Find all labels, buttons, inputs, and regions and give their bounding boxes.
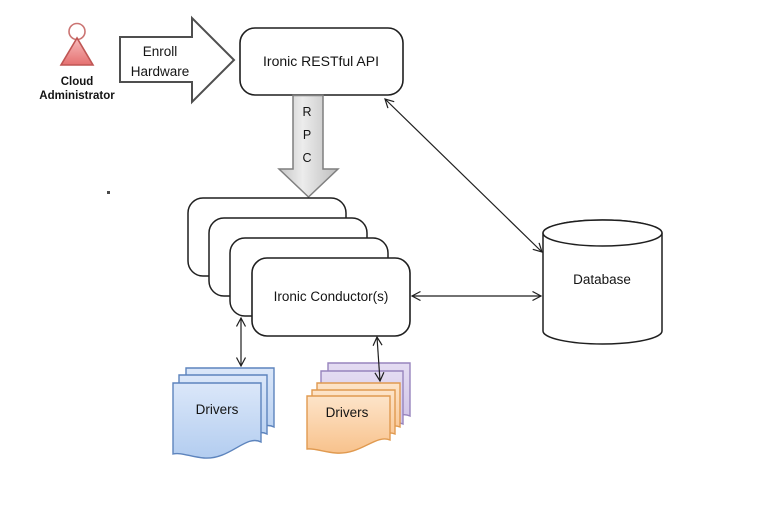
- blue-doc-front-icon: [172, 382, 262, 459]
- rpc-letter-r: R: [302, 105, 311, 119]
- actor-label-line1: Cloud: [61, 76, 94, 88]
- block-arrow-down-icon: [277, 94, 340, 199]
- enroll-hardware-arrow: Enroll Hardware: [119, 15, 236, 105]
- cloud-administrator-actor: Cloud Administrator: [39, 22, 115, 102]
- orange-doc-front-icon: [306, 395, 391, 454]
- ironic-conductors-stack: Ironic Conductor(s): [187, 197, 411, 337]
- enroll-label-line1: Enroll: [143, 44, 178, 59]
- conductor-box-front: [251, 257, 411, 337]
- stray-dot: [107, 191, 110, 194]
- database-node: Database: [542, 219, 663, 345]
- rpc-letter-c: C: [302, 151, 311, 165]
- ironic-restful-api-node: Ironic RESTful API: [239, 27, 404, 96]
- conductor-drivers-right-connector: [377, 337, 380, 381]
- rpc-letter-p: P: [303, 128, 311, 142]
- drivers-stack-blue: Drivers: [172, 367, 275, 459]
- actor-label-line2: Administrator: [39, 90, 115, 102]
- api-database-connector: [385, 99, 542, 252]
- rpc-arrow: R P C: [277, 94, 340, 199]
- enroll-label-line2: Hardware: [131, 64, 190, 79]
- drivers-left-label: Drivers: [196, 402, 239, 417]
- conductors-label: Ironic Conductor(s): [274, 289, 389, 304]
- database-label: Database: [573, 272, 631, 287]
- drivers-stack-orange: Drivers: [306, 382, 401, 454]
- actor-body-icon: [59, 36, 95, 66]
- block-arrow-right-icon: [119, 15, 236, 105]
- drivers-right-label: Drivers: [326, 405, 369, 420]
- api-label: Ironic RESTful API: [263, 53, 379, 69]
